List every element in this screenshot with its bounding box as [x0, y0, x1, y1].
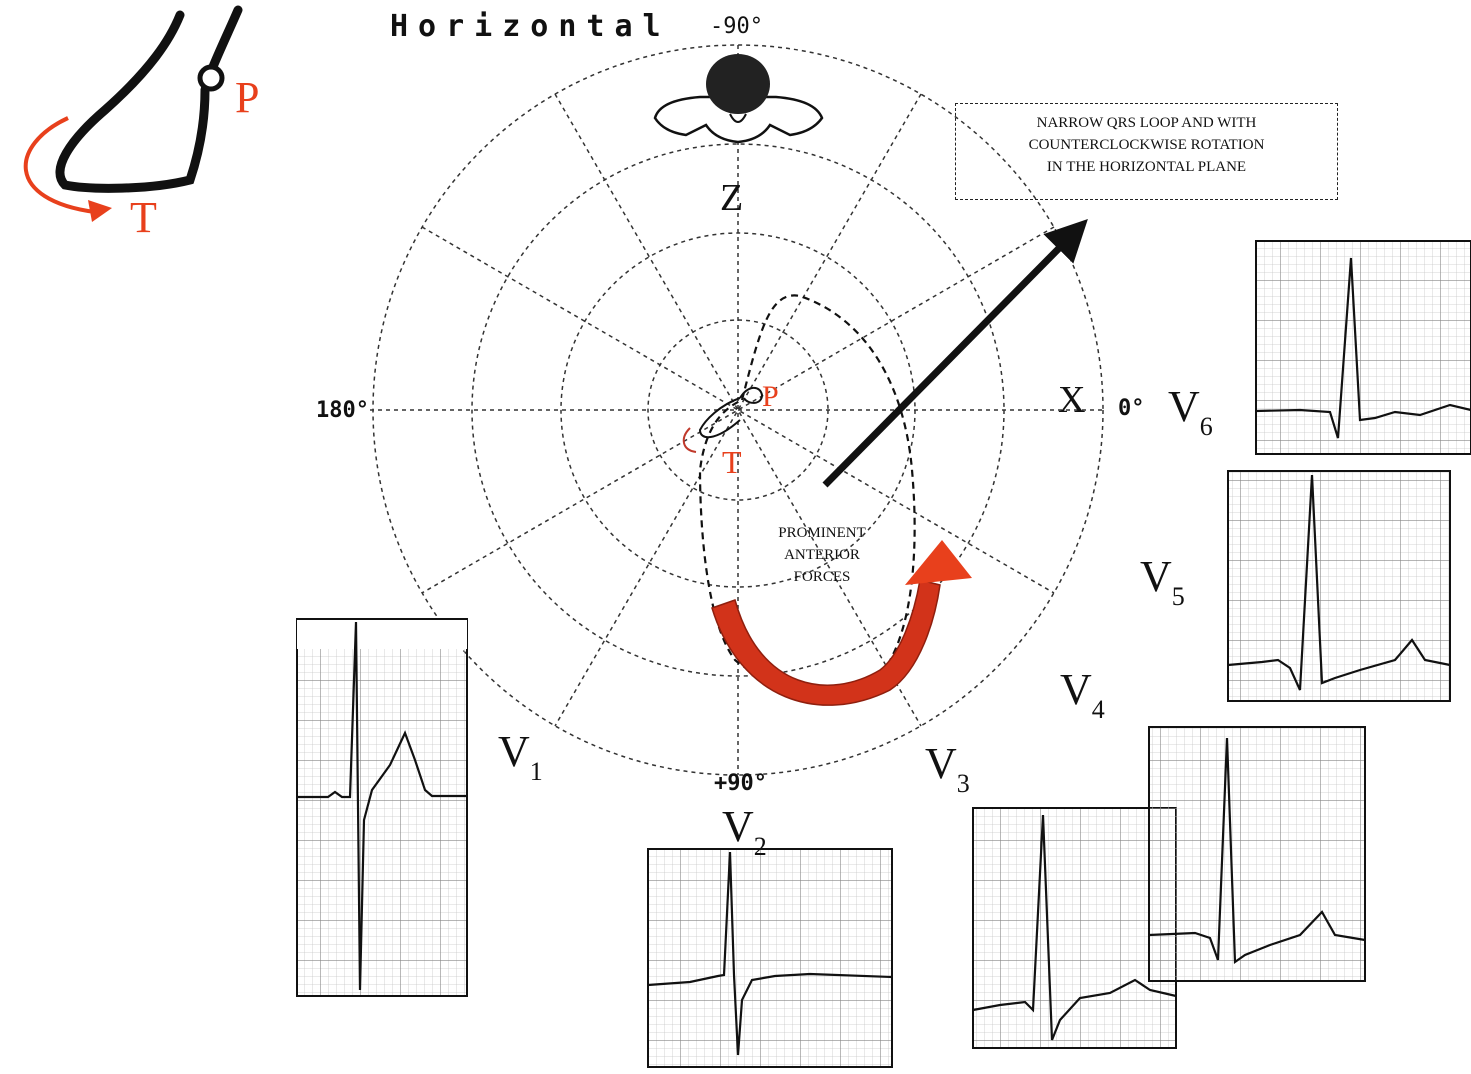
narrow-loop-pointer-arrow [822, 219, 1088, 488]
lead-v2-label: V2 [722, 802, 767, 861]
inset-loop [23, 5, 243, 222]
spoke-60 [554, 93, 922, 727]
z-axis-label: Z [720, 177, 743, 219]
spoke-150 [421, 226, 1055, 594]
head-icon [653, 54, 824, 144]
degree-left-label: 180° [316, 398, 369, 423]
lead-v5-label: V5 [1140, 552, 1185, 611]
rotation-arrow-body [711, 579, 941, 706]
p-loop [698, 386, 764, 439]
spoke-120 [554, 93, 922, 727]
anterior-forces-label: PROMINENT ANTERIOR FORCES [752, 522, 892, 588]
anterior-line-2: ANTERIOR [784, 547, 860, 563]
note-line-1: NARROW QRS LOOP AND WITH [1036, 115, 1257, 131]
lead-v3-label: V3 [925, 739, 970, 798]
t-rotation-arrow [682, 427, 697, 453]
inset-p-label: P [235, 73, 259, 122]
degree-right-label: 0° [1118, 396, 1145, 421]
rotation-arrow-head [905, 540, 972, 585]
anterior-line-1: PROMINENT [778, 525, 866, 541]
degree-top-label: -90° [710, 14, 763, 39]
t-wave-label: T [722, 444, 742, 480]
ecg-strip-v5 [1227, 470, 1451, 702]
ecg-strip-v4 [1148, 726, 1366, 982]
ecg-strip-v3 [972, 807, 1177, 1049]
x-axis-label: X [1058, 379, 1085, 421]
note-line-3: IN THE HORIZONTAL PLANE [1046, 159, 1247, 175]
inset-t-label: T [130, 193, 157, 242]
lead-v4-label: V4 [1060, 665, 1105, 724]
ecg-strip-v6 [1255, 240, 1471, 455]
note-line-2: COUNTERCLOCKWISE ROTATION [1028, 137, 1265, 153]
ecg-strip-v2 [647, 848, 893, 1068]
degree-bottom-label: +90° [714, 771, 767, 796]
spoke-30 [421, 226, 1055, 594]
lead-v6-label: V6 [1168, 382, 1213, 441]
ecg-strip-v1 [296, 618, 468, 997]
anterior-line-3: FORCES [793, 569, 851, 585]
narrow-qrs-loop-note: NARROW QRS LOOP AND WITH COUNTERCLOCKWIS… [955, 103, 1338, 200]
lead-v1-label: V1 [498, 727, 543, 786]
plane-title: Horizontal [390, 9, 671, 44]
p-wave-label: P [762, 380, 779, 413]
